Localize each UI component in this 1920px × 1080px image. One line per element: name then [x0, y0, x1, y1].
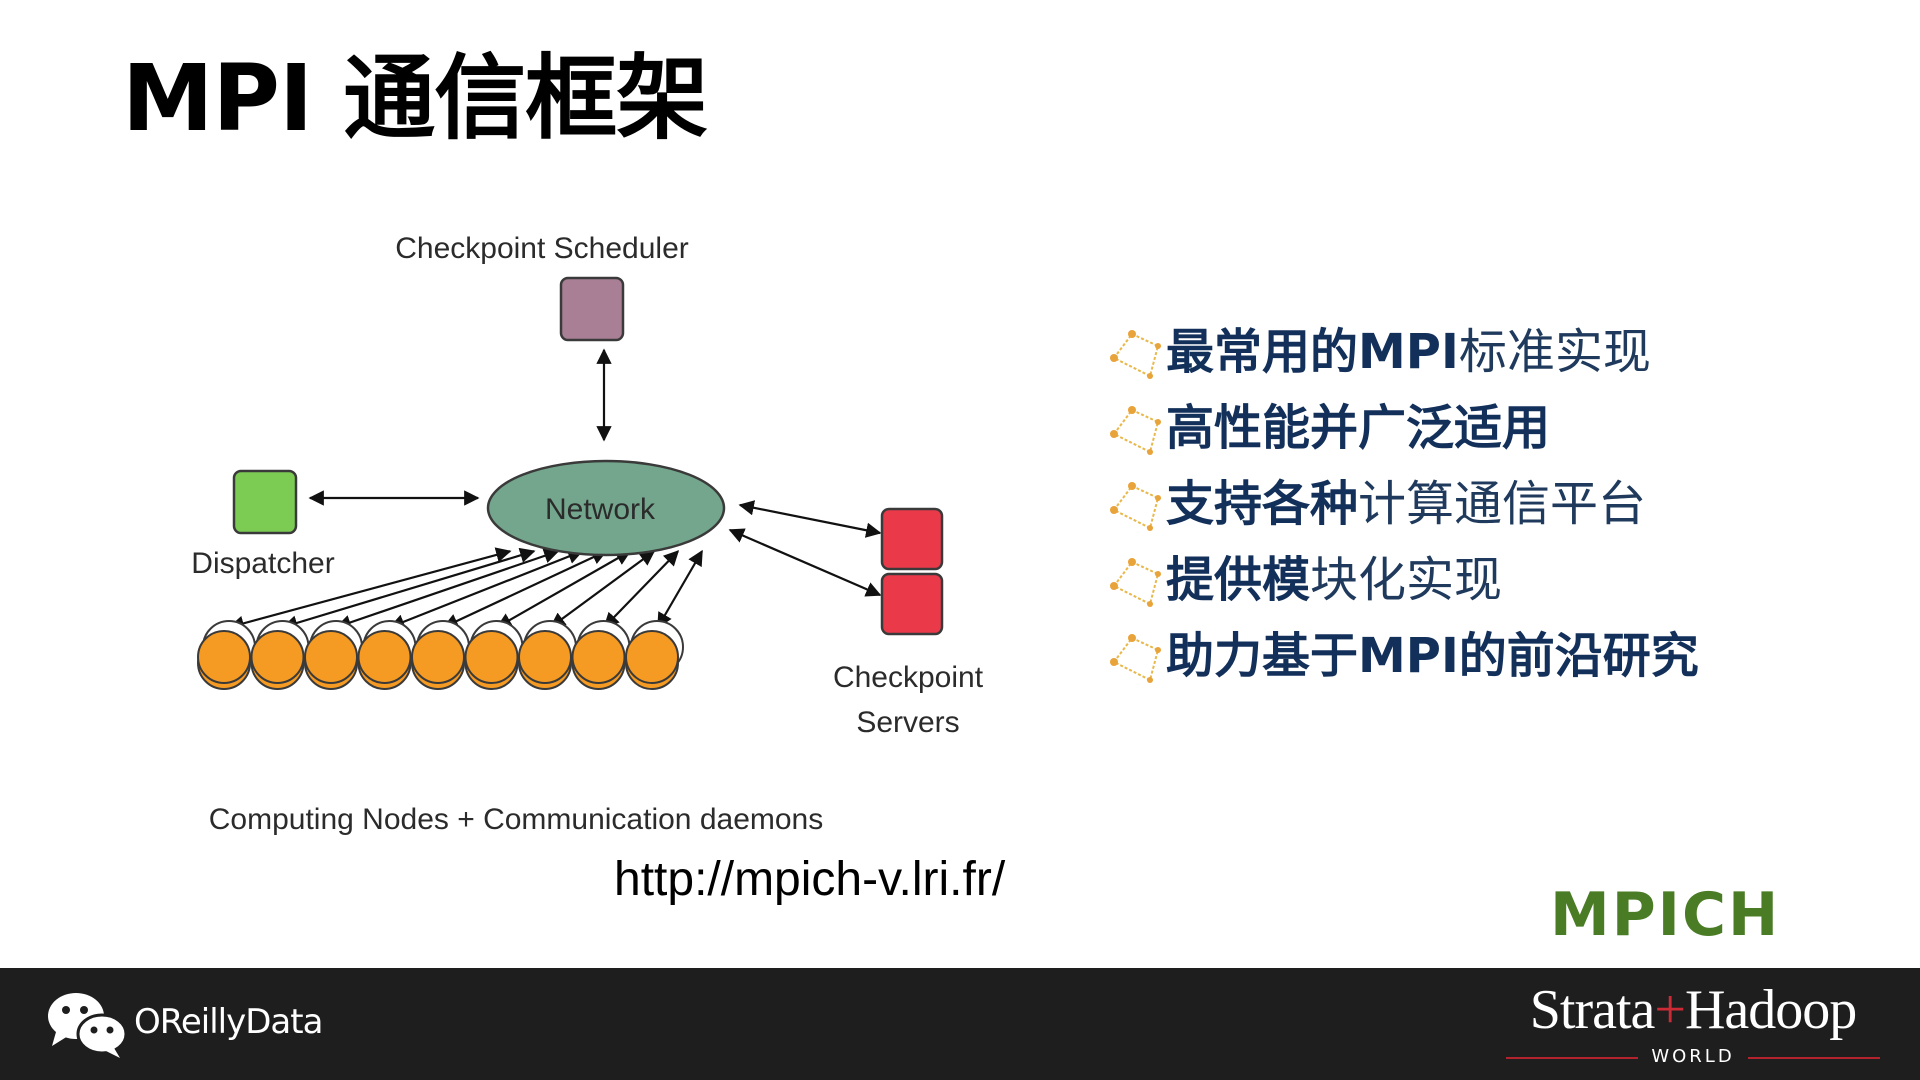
checkpoint-server-box-2: [880, 572, 944, 636]
node-network-arrow: [603, 550, 680, 629]
network-ellipse: [486, 459, 726, 557]
bullet-1-bold: 最常用的MPI: [1166, 324, 1459, 380]
bullet-item-4: 提供模块化实现: [1108, 546, 1699, 622]
bullet-icon: [1110, 634, 1161, 683]
computing-node: [571, 620, 631, 690]
slide-title: MPI 通信框架: [122, 45, 708, 152]
computing-node: [518, 620, 577, 690]
brand-world: WORLD: [1651, 1046, 1735, 1067]
computing-node: [304, 620, 363, 690]
computing-node: [250, 620, 310, 690]
brand-rule-left: [1506, 1057, 1638, 1059]
dispatcher-label: Dispatcher: [191, 547, 334, 580]
computing-node: [464, 620, 524, 690]
brand-plus: +: [1654, 979, 1686, 1041]
bullet-item-5: 助力基于MPI的前沿研究: [1108, 622, 1699, 698]
bullet-2-bold: 高性能并广泛适用: [1166, 400, 1551, 456]
mpich-logo: MPICH: [1550, 880, 1781, 950]
computing-node: [411, 620, 470, 690]
computing-node: [625, 620, 684, 690]
dispatcher-box: [232, 469, 298, 535]
server-network-arrow-1: [738, 500, 882, 538]
bullet-icon: [1110, 482, 1161, 531]
node-network-arrow: [657, 549, 703, 629]
brand-strata: Strata: [1529, 979, 1656, 1041]
mpich-architecture-diagram: Checkpoint Scheduler Network Dispatcher …: [191, 232, 984, 836]
strata-hadoop-wordmark: Strata+Hadoop: [1506, 978, 1880, 1042]
checkpoint-server-box-1: [880, 507, 944, 571]
node-network-arrow: [389, 549, 584, 630]
bullet-item-3: 支持各种计算通信平台: [1108, 470, 1699, 546]
bullet-icon: [1110, 558, 1161, 607]
bullet-3-rest: 计算通信平台: [1358, 476, 1647, 532]
network-label: Network: [545, 493, 656, 526]
bullet-1-rest: 标准实现: [1458, 324, 1651, 380]
bullet-5-bold: 助力基于MPI的前沿研究: [1166, 628, 1699, 684]
bullet-4-rest: 块化实现: [1310, 552, 1503, 608]
wechat-account-name: OReillyData: [134, 1002, 323, 1042]
server-network-arrow-2: [728, 528, 882, 597]
brand-hadoop: Hadoop: [1684, 979, 1857, 1041]
source-url[interactable]: http://mpich-v.lri.fr/: [614, 853, 1006, 906]
node-network-arrows: [228, 547, 703, 631]
checkpoint-servers-label-line2: Servers: [856, 706, 959, 739]
bullet-3-bold: 支持各种: [1166, 476, 1359, 532]
bullet-list: 最常用的MPI标准实现 高性能并广泛适用 支持各种计算通信平台: [1108, 318, 1699, 698]
wechat-icon: [48, 993, 128, 1058]
bullet-icon: [1110, 330, 1161, 379]
node-network-arrow: [496, 550, 632, 628]
computing-node: [197, 620, 256, 690]
computing-node: [357, 620, 417, 690]
computing-nodes-label: Computing Nodes + Communication daemons: [209, 803, 824, 836]
checkpoint-scheduler-box: [559, 276, 625, 342]
brand-rule-right: [1748, 1057, 1880, 1059]
slide: MPI 通信框架 Checkpoint Scheduler Network Di…: [122, 45, 1781, 950]
computing-nodes: [197, 620, 684, 690]
bullet-item-1: 最常用的MPI标准实现: [1108, 318, 1699, 394]
node-network-arrow: [549, 550, 656, 628]
checkpoint-scheduler-label: Checkpoint Scheduler: [395, 232, 689, 265]
strata-hadoop-logo: Strata+Hadoop WORLD: [1506, 978, 1880, 1072]
checkpoint-servers-label-line1: Checkpoint: [833, 661, 984, 694]
bullet-item-2: 高性能并广泛适用: [1108, 394, 1699, 470]
bullet-icon: [1110, 406, 1161, 455]
footer-bar: OReillyData Strata+Hadoop WORLD: [0, 968, 1920, 1080]
bullet-4-bold: 提供模: [1166, 552, 1311, 608]
brand-world-row: WORLD: [1506, 1046, 1880, 1070]
